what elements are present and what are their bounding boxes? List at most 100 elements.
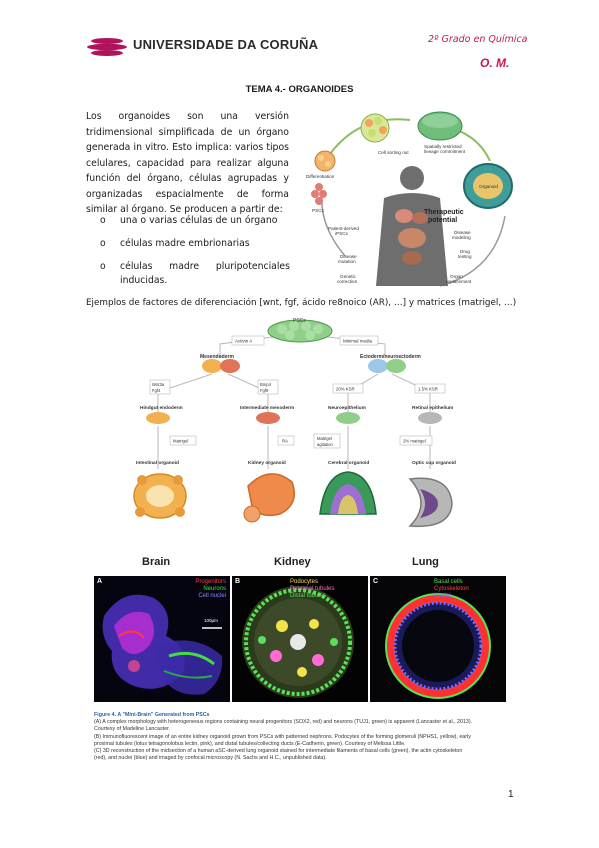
caption-line: (B) Immunofluorescent image of an entire…: [94, 733, 471, 740]
caption-title: Figure 4. A "Mini-Brain" Generated from …: [94, 712, 210, 718]
ectoderm-cells-icon: [368, 359, 406, 373]
hindgut-cells-icon: [146, 412, 170, 424]
fig2-label: Optic cup organoid: [412, 460, 456, 466]
kidney-organoid-icon: [243, 473, 295, 523]
fig1-label: lineage commitment: [424, 149, 466, 154]
panel-header: Kidney: [274, 556, 311, 568]
examples-line: Ejemplos de factores de diferenciación […: [86, 298, 517, 308]
fig1-label: Patient-derived: [328, 226, 359, 231]
fig2-label: Activin A: [235, 339, 252, 344]
caption-line: Courtesy of Madeline Lancaster.: [94, 726, 170, 733]
fig2-label: RA: [282, 439, 288, 444]
fig2-label: Hindgut endoderm: [140, 405, 183, 411]
fig2-label: Ectoderm/neuroectoderm: [360, 354, 421, 360]
fig1-label: PSCs: [312, 208, 324, 213]
fig2-label: Retinal epithelium: [412, 405, 453, 411]
neuroepithelium-cells-icon: [336, 412, 360, 424]
panel-header: Brain: [142, 556, 171, 568]
fig2-label: PSCs: [293, 318, 306, 324]
organoid-icon: [463, 163, 513, 209]
optic-cup-organoid-icon: [408, 477, 453, 528]
caption-line: (C) 3D reconstruction of the midsection …: [94, 748, 463, 755]
list-item: o células madre pluripotenciales inducid…: [100, 260, 290, 288]
fig2-label: Wnt3a: [152, 382, 165, 387]
list-item-text: células madre pluripotenciales inducidas…: [120, 261, 290, 286]
fig2-label: Matrigel: [173, 439, 188, 444]
lung-legend: Basal cells Cytoskeleton Nuclei: [434, 579, 469, 600]
fig1-label: mutation: [338, 259, 356, 264]
fig1-label: correction: [337, 279, 358, 284]
fig2-label: Cerebral organoid: [328, 460, 369, 466]
differentiation-tree-figure: PSCs Activin A Minimal media Mesendoderm…: [133, 318, 456, 528]
lung-image: [385, 593, 491, 699]
fig1-label: Therapeutic: [424, 209, 464, 216]
legend-item: Distal tubules: [290, 593, 327, 599]
cell-cluster-icon: [360, 113, 390, 143]
fig1-label: Cell sorting out: [378, 150, 409, 155]
figure-caption: Figure 4. A "Mini-Brain" Generated from …: [94, 712, 506, 762]
list-item-text: una o varias células de un órgano: [120, 215, 278, 226]
fig2-label: 2% matrigel: [403, 439, 426, 444]
legend-item: Nuclei: [434, 593, 451, 599]
legend-item: Progenitors: [195, 579, 226, 585]
author-initials: O. M.: [480, 56, 510, 70]
bullet-marker: o: [100, 215, 106, 226]
fig1-label: testing: [458, 254, 472, 259]
kidney-legend: Podocytes Proximal tubules Distal tubule…: [290, 579, 334, 600]
brain-image: [102, 594, 223, 695]
panel-letter: C: [373, 578, 379, 585]
retinal-cells-icon: [418, 412, 442, 424]
legend-item: Podocytes: [290, 579, 319, 585]
lung-panel: C Basal cells Cytoskeleton Nuclei: [370, 576, 506, 702]
caption-line: (red), and nuclei (blue) and imaged by c…: [94, 755, 327, 762]
fig2-label: Minimal media: [343, 339, 373, 344]
fig2-label: Matrigel: [317, 436, 332, 441]
fluorescence-figure: Brain Kidney Lung A Progenitors Neurons …: [94, 556, 506, 702]
fig1-label: iPSCs: [335, 231, 348, 236]
fig2-label: Kidney organoid: [248, 460, 286, 466]
fig2-label: Mesendoderm: [200, 354, 234, 360]
legend-item: Neurons: [203, 586, 226, 592]
bullet-marker: o: [100, 238, 106, 249]
list-item: o una o varias células de un órgano: [100, 214, 290, 228]
pscs-cluster-icon: [267, 319, 333, 343]
fig1-label: Spatially restricted: [424, 144, 462, 149]
legend-item: Basal cells: [434, 579, 463, 585]
panel-letter: B: [235, 578, 241, 585]
fig1-label: Disease: [454, 230, 471, 235]
legend-item: Cell nuclei: [198, 593, 226, 599]
list-item: o células madre embrionarias: [100, 237, 290, 251]
human-body-icon: [376, 166, 448, 286]
intermediate-mesoderm-cells-icon: [256, 412, 280, 424]
lineage-cluster-icon: [417, 111, 463, 141]
organoid-cycle-figure: Cell sorting out Spatially restricted li…: [300, 106, 518, 294]
fig1-label: Organ: [450, 274, 463, 279]
fig1-label: replacement: [446, 279, 472, 284]
panel-letter: A: [97, 578, 103, 585]
caption-line: proximal tubules (lotus tetragonolobus l…: [94, 740, 406, 747]
fig2-label: Fgf9: [260, 388, 269, 393]
fig1-label: Disease: [340, 254, 357, 259]
panel-header: Lung: [412, 556, 439, 568]
fig2-label: agitation: [317, 442, 334, 447]
fig2-label: Fgf4: [152, 388, 161, 393]
list-item-text: células madre embrionarias: [120, 238, 250, 249]
source-list: o una o varias células de un órgano o cé…: [100, 214, 290, 297]
university-name: UNIVERSIDADE DA CORUÑA: [133, 37, 319, 52]
cerebral-organoid-icon: [319, 471, 377, 515]
fig1-label: Differentiation: [306, 174, 335, 179]
fig2-label: Neuroepithelium: [328, 405, 366, 411]
fig1-label: Genetic: [340, 274, 357, 279]
bullet-marker: o: [100, 261, 106, 272]
kidney-panel: B Podocytes Proximal tubules Distal tubu…: [232, 576, 368, 702]
kidney-image: [242, 586, 354, 698]
fig2-label: 20% KSR: [336, 387, 355, 392]
differentiation-cluster-icon: [314, 150, 336, 172]
fig1-label: modeling: [452, 235, 471, 240]
brain-legend: Progenitors Neurons Cell nuclei: [180, 579, 226, 600]
university-logo-icon: [87, 38, 127, 56]
mesendoderm-cells-icon: [202, 359, 240, 373]
legend-item: Cytoskeleton: [434, 586, 469, 592]
legend-item: Proximal tubules: [290, 586, 335, 592]
scale-label: 100µm: [204, 618, 218, 623]
